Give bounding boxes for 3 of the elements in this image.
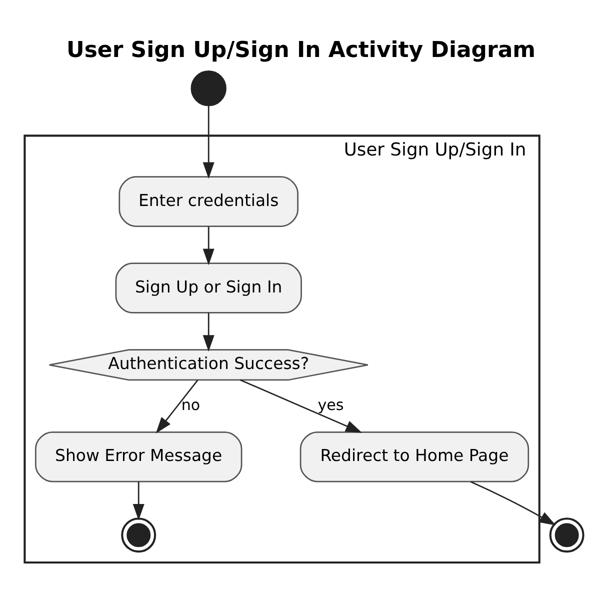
edge-label: yes	[318, 396, 344, 414]
edge-label: no	[181, 396, 200, 414]
diagram-title: User Sign Up/Sign In Activity Diagram	[66, 38, 536, 64]
